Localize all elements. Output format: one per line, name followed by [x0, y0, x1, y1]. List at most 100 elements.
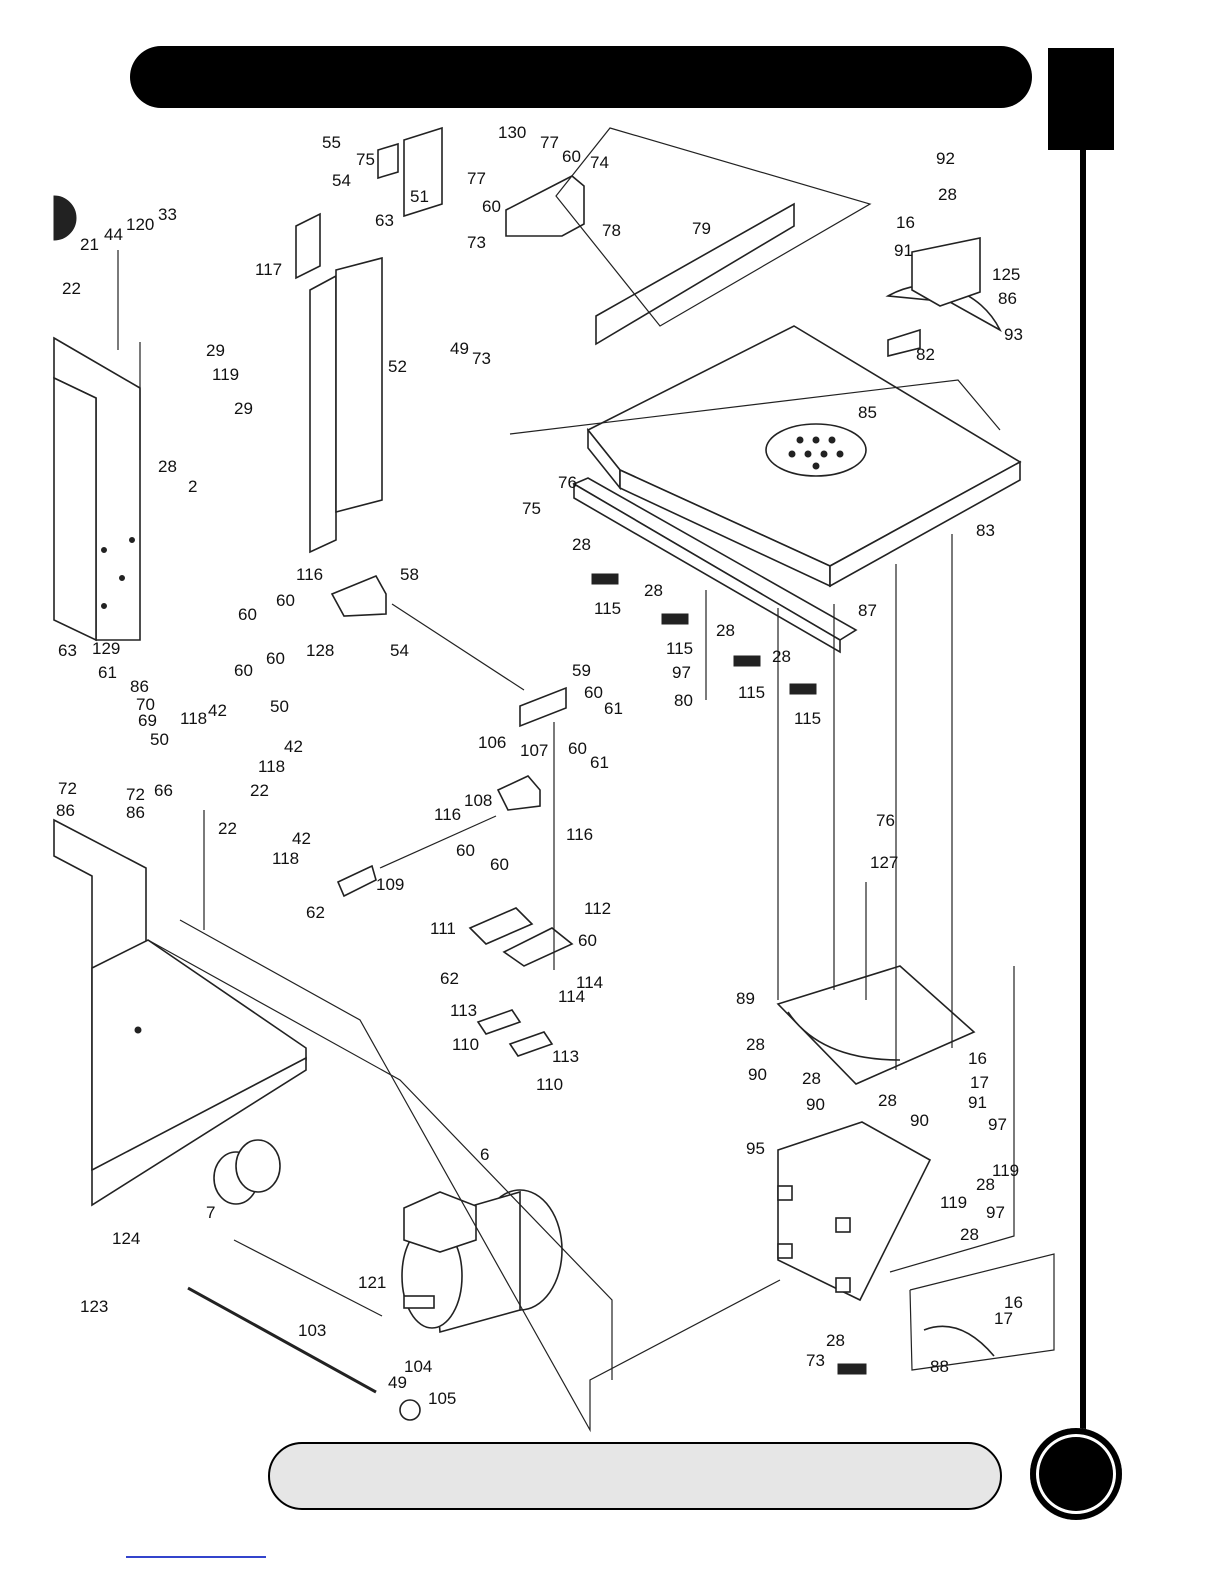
part-callout-97: 97: [672, 663, 691, 682]
part-callout-115: 115: [738, 683, 765, 702]
part-callout-44: 44: [104, 225, 123, 244]
part-callout-61: 61: [590, 753, 609, 772]
part-callout-55: 55: [322, 133, 341, 152]
part-callout-52: 52: [388, 357, 407, 376]
part-callout-114: 114: [576, 973, 603, 992]
part-callout-72: 72: [58, 779, 77, 798]
part-callout-89: 89: [736, 989, 755, 1008]
part-callout-28: 28: [802, 1069, 821, 1088]
part-callout-70: 70: [136, 695, 155, 714]
part-callout-62: 62: [440, 969, 459, 988]
part-callout-75: 75: [356, 150, 375, 169]
part-callout-92: 92: [936, 149, 955, 168]
part-callout-115: 115: [794, 709, 821, 728]
part-callout-120: 120: [126, 215, 154, 234]
part-callout-88: 88: [930, 1357, 949, 1376]
part-callout-28: 28: [716, 621, 735, 640]
part-callout-86: 86: [130, 677, 149, 696]
part-callout-29: 29: [234, 399, 253, 418]
part-callout-28: 28: [772, 647, 791, 666]
bottom-link-underline: [126, 1556, 266, 1558]
part-callout-60: 60: [490, 855, 509, 874]
part-callout-127: 127: [870, 853, 898, 872]
part-callout-110: 110: [536, 1075, 563, 1094]
part-callout-97: 97: [986, 1203, 1005, 1222]
part-callout-114: 114: [558, 987, 585, 1006]
part-callout-90: 90: [748, 1065, 767, 1084]
part-callout-123: 123: [80, 1297, 108, 1316]
part-callout-121: 121: [358, 1273, 386, 1292]
part-callout-28: 28: [644, 581, 663, 600]
part-callout-6: 6: [480, 1145, 489, 1164]
part-callout-110: 110: [452, 1035, 479, 1054]
part-callout-77: 77: [540, 133, 559, 152]
part-callout-78: 78: [602, 221, 621, 240]
table-knobs: [591, 573, 867, 1375]
part-callout-62: 62: [306, 903, 325, 922]
part-callout-87: 87: [858, 601, 877, 620]
part-callout-95: 95: [746, 1139, 765, 1158]
page-number-circle: [1030, 1428, 1122, 1520]
side-tab: [1048, 48, 1114, 150]
part-callout-21: 21: [80, 235, 99, 254]
part-callout-76: 76: [558, 473, 577, 492]
part-callout-61: 61: [98, 663, 117, 682]
part-callout-60: 60: [584, 683, 603, 702]
part-callout-60: 60: [568, 739, 587, 758]
part-callout-58: 58: [400, 565, 419, 584]
part-callout-74: 74: [590, 153, 609, 172]
part-callout-97: 97: [988, 1115, 1007, 1134]
part-callout-115: 115: [594, 599, 621, 618]
miter-gauge: [885, 237, 1002, 358]
part-callout-116: 116: [434, 805, 461, 824]
trunnion-bracket: [777, 1121, 932, 1302]
part-callout-109: 109: [376, 875, 404, 894]
part-callout-130: 130: [498, 123, 526, 142]
assembly-lines: [117, 250, 1055, 1433]
fence-rail: [572, 477, 858, 654]
part-callout-28: 28: [938, 185, 957, 204]
part-callout-66: 66: [154, 781, 173, 800]
part-callout-63: 63: [375, 211, 394, 230]
part-callout-28: 28: [158, 457, 177, 476]
part-callout-60: 60: [562, 147, 581, 166]
part-callout-28: 28: [746, 1035, 765, 1054]
part-callout-54: 54: [332, 171, 351, 190]
part-callout-91: 91: [894, 241, 913, 260]
part-callout-106: 106: [478, 733, 506, 752]
part-callout-29: 29: [206, 341, 225, 360]
lower-guide-assembly: [336, 686, 574, 1057]
part-callout-42: 42: [292, 829, 311, 848]
part-callout-113: 113: [552, 1047, 579, 1066]
main-housing-lower: [53, 818, 307, 1207]
part-callout-85: 85: [858, 403, 877, 422]
part-callout-129: 129: [92, 639, 120, 658]
part-callout-2: 2: [188, 477, 197, 496]
part-callout-119: 119: [212, 365, 239, 384]
rip-fence-assembly: [505, 127, 872, 346]
part-callout-60: 60: [266, 649, 285, 668]
part-callout-76: 76: [876, 811, 895, 830]
part-callout-91: 91: [968, 1093, 987, 1112]
part-callout-7: 7: [206, 1203, 215, 1222]
part-callout-28: 28: [826, 1331, 845, 1350]
part-callout-22: 22: [250, 781, 269, 800]
tension-rod: [187, 1286, 421, 1421]
part-callout-16: 16: [1004, 1293, 1023, 1312]
part-callout-107: 107: [520, 741, 548, 760]
part-callout-42: 42: [208, 701, 227, 720]
part-callout-86: 86: [998, 289, 1017, 308]
part-callout-90: 90: [910, 1111, 929, 1130]
part-callout-86: 86: [56, 801, 75, 820]
part-callout-112: 112: [584, 899, 611, 918]
part-callout-59: 59: [572, 661, 591, 680]
part-callout-72: 72: [126, 785, 145, 804]
part-callout-50: 50: [270, 697, 289, 716]
part-callout-16: 16: [896, 213, 915, 232]
wheel-partial: [53, 195, 77, 241]
part-callout-63: 63: [58, 641, 77, 660]
upper-guide-bracket: [330, 574, 387, 617]
part-callout-124: 124: [112, 1229, 140, 1248]
guide-post-assembly: [295, 126, 443, 554]
